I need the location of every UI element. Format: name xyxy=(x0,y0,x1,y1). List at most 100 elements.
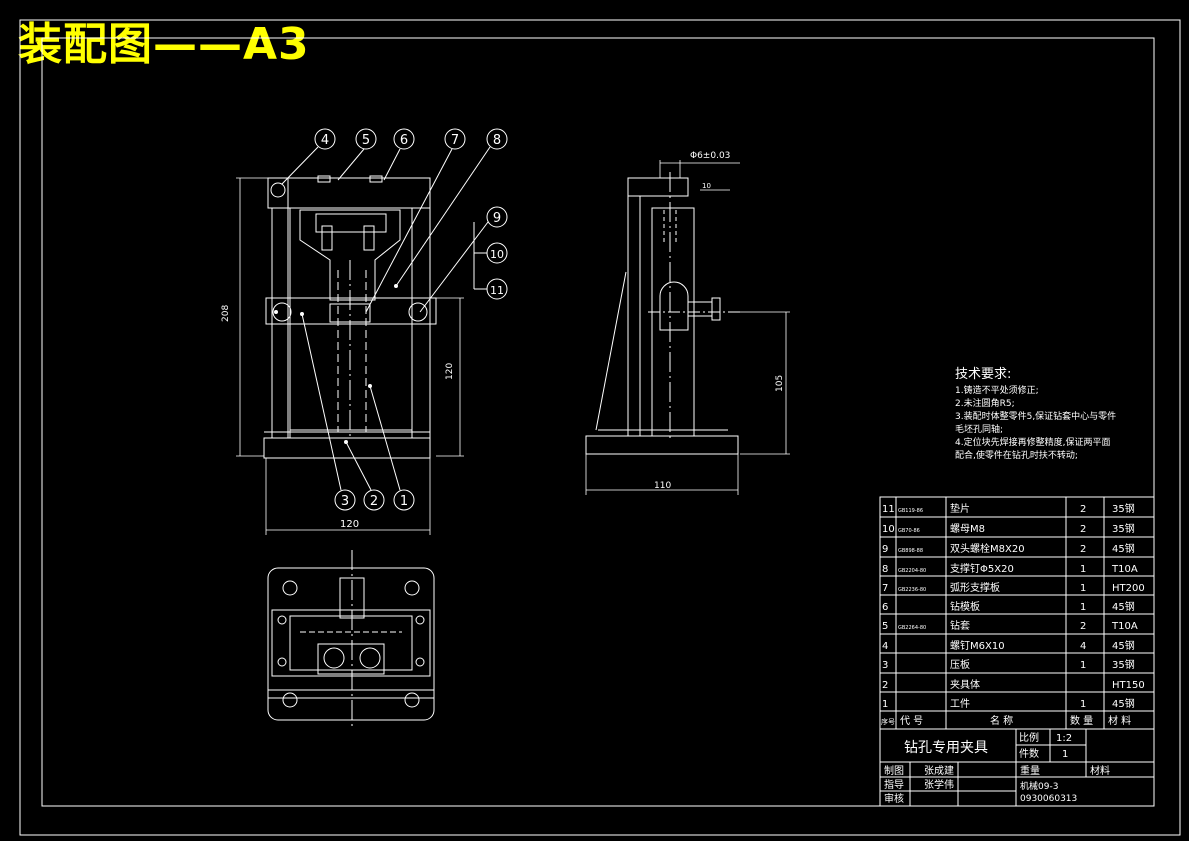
technical-requirements: 技术要求: 1.铸造不平处须修正; 2.未注圆角R5; 3.装配时体整零件5,保… xyxy=(955,368,1165,463)
tb-drawing-name: 钻孔专用夹具 xyxy=(904,740,988,756)
bom-code-cell: GB2204-80 xyxy=(898,568,926,574)
tb-guide-by: 张学伟 xyxy=(924,778,954,791)
tb-material-label: 材料 xyxy=(1090,764,1110,777)
tech-req-item: 4.定位块先焊接再修整精度,保证两平面 xyxy=(955,438,1111,448)
bom-no-cell: 9 xyxy=(882,544,888,555)
bom-name-cell: 钻模板 xyxy=(950,600,980,613)
bom-code-cell: GB119-86 xyxy=(898,508,923,514)
balloon-10: 10 xyxy=(490,248,504,261)
bom-name-cell: 夹具体 xyxy=(950,678,980,691)
bom-mat-cell: HT150 xyxy=(1112,680,1145,691)
outer-border xyxy=(19,19,1181,836)
bom-qty-cell: 1 xyxy=(1080,660,1086,671)
bom-no-cell: 2 xyxy=(882,680,888,691)
bom-no-cell: 3 xyxy=(882,660,888,671)
title-block-text: 钻孔专用夹具 比例 1:2 件数 1 制图 张成建 重量 材料 指导 张学伟 机… xyxy=(884,731,1110,805)
bom-no-cell: 7 xyxy=(882,583,888,594)
front-dimensions xyxy=(236,177,464,535)
bom-no-cell: 8 xyxy=(882,564,888,575)
balloon-1: 1 xyxy=(400,494,408,509)
bom-no-cell: 6 xyxy=(882,602,888,613)
bom-no-cell: 10 xyxy=(882,524,895,535)
dim-105: 105 xyxy=(775,375,785,392)
tech-req-item: 1.铸造不平处须修正; xyxy=(955,386,1039,396)
dim-small-10: 10 xyxy=(702,182,711,190)
balloon-9: 9 xyxy=(493,211,501,226)
side-view xyxy=(585,172,740,455)
side-dimensions xyxy=(585,160,790,495)
bom-code-cell: GB898-88 xyxy=(898,548,923,554)
bom-header-name: 名 称 xyxy=(990,714,1013,727)
dim-120-width: 120 xyxy=(340,519,359,530)
balloon-2: 2 xyxy=(370,494,378,509)
bom-no-cell: 4 xyxy=(882,641,888,652)
bom-qty-cell: 2 xyxy=(1080,504,1086,515)
bom-no-cell: 11 xyxy=(882,504,895,515)
bom-mat-cell: T10A xyxy=(1111,621,1138,632)
tb-class: 机械09-3 xyxy=(1020,780,1058,792)
tech-req-heading: 技术要求: xyxy=(955,367,1012,382)
front-view xyxy=(263,175,437,459)
balloon-4: 4 xyxy=(321,133,329,148)
top-view xyxy=(267,550,435,728)
balloon-8: 8 xyxy=(493,133,501,148)
bom-qty-cell: 1 xyxy=(1080,602,1086,613)
balloon-7: 7 xyxy=(451,133,459,148)
bom-header-mat: 材 料 xyxy=(1108,714,1131,727)
bom-qty-cell: 1 xyxy=(1080,583,1086,594)
bom-mat-cell: 35钢 xyxy=(1112,522,1135,535)
bom-name-cell: 垫片 xyxy=(950,502,970,515)
bom-name-cell: 支撑钉Φ5X20 xyxy=(950,562,1014,575)
inner-border xyxy=(41,37,1155,807)
drawing-title: 装配图——A3 xyxy=(18,19,310,70)
balloon-3: 3 xyxy=(341,494,349,509)
bom-name-cell: 双头螺栓M8X20 xyxy=(950,542,1025,555)
bom-header: 序号 代 号 名 称 数 量 材 料 xyxy=(881,714,1131,727)
tech-req-item: 3.装配时体整零件5,保证钻套中心与零件 xyxy=(955,412,1117,422)
bom-mat-cell: 45钢 xyxy=(1112,697,1135,710)
bom-qty-cell: 1 xyxy=(1080,699,1086,710)
tb-count-label: 件数 xyxy=(1019,747,1039,760)
balloon-5: 5 xyxy=(362,133,370,148)
bom-no-cell: 5 xyxy=(882,621,888,632)
bom-name-cell: 螺钉M6X10 xyxy=(950,640,1005,652)
bom-name-cell: 钻套 xyxy=(950,619,970,632)
bom-no-cell: 1 xyxy=(882,699,888,710)
balloon-labels: 4 5 6 7 8 9 10 11 3 2 1 xyxy=(321,133,504,509)
bom-name-cell: 工件 xyxy=(950,698,970,710)
tech-req-item: 毛坯孔同轴; xyxy=(955,425,1004,435)
bom-name-cell: 弧形支撑板 xyxy=(950,581,1000,594)
tb-drawn-label: 制图 xyxy=(884,764,904,777)
tb-guide-label: 指导 xyxy=(884,778,904,791)
balloon-6: 6 xyxy=(400,133,408,148)
bom-header-code: 代 号 xyxy=(900,715,923,727)
bom-mat-cell: 45钢 xyxy=(1112,542,1135,555)
bom-qty-cell: 1 xyxy=(1080,564,1086,575)
dim-120-height: 120 xyxy=(445,363,455,380)
bom-mat-cell: T10A xyxy=(1111,564,1138,575)
tb-drawn-by: 张成建 xyxy=(924,764,954,777)
bom-mat-cell: 35钢 xyxy=(1112,658,1135,671)
bom-table-lines xyxy=(879,496,1155,807)
bom-code-cell: GB2236-80 xyxy=(898,587,926,593)
tech-req-item: 2.未注圆角R5; xyxy=(955,399,1015,409)
bom-code-cell: GB70-86 xyxy=(898,528,920,534)
bom-qty-cell: 2 xyxy=(1080,621,1086,632)
tb-weight-label: 重量 xyxy=(1020,764,1040,777)
tech-req-item: 配合,使零件在钻孔时扶不转动; xyxy=(955,451,1078,461)
dim-110: 110 xyxy=(654,481,671,491)
tb-student-no: 0930060313 xyxy=(1020,794,1077,804)
bom-name-cell: 螺母M8 xyxy=(950,523,985,535)
dim-208: 208 xyxy=(221,305,231,322)
bom-mat-cell: HT200 xyxy=(1112,583,1145,594)
dim-bore-tolerance: Φ6±0.03 xyxy=(690,151,730,161)
bom-qty-cell: 2 xyxy=(1080,524,1086,535)
balloons xyxy=(281,128,508,511)
tb-scale: 1:2 xyxy=(1056,733,1072,744)
bom-code-cell: GB2264-80 xyxy=(898,625,926,631)
bom-mat-cell: 35钢 xyxy=(1112,502,1135,515)
bom-name-cell: 压板 xyxy=(950,658,970,671)
bom-qty-cell: 2 xyxy=(1080,544,1086,555)
